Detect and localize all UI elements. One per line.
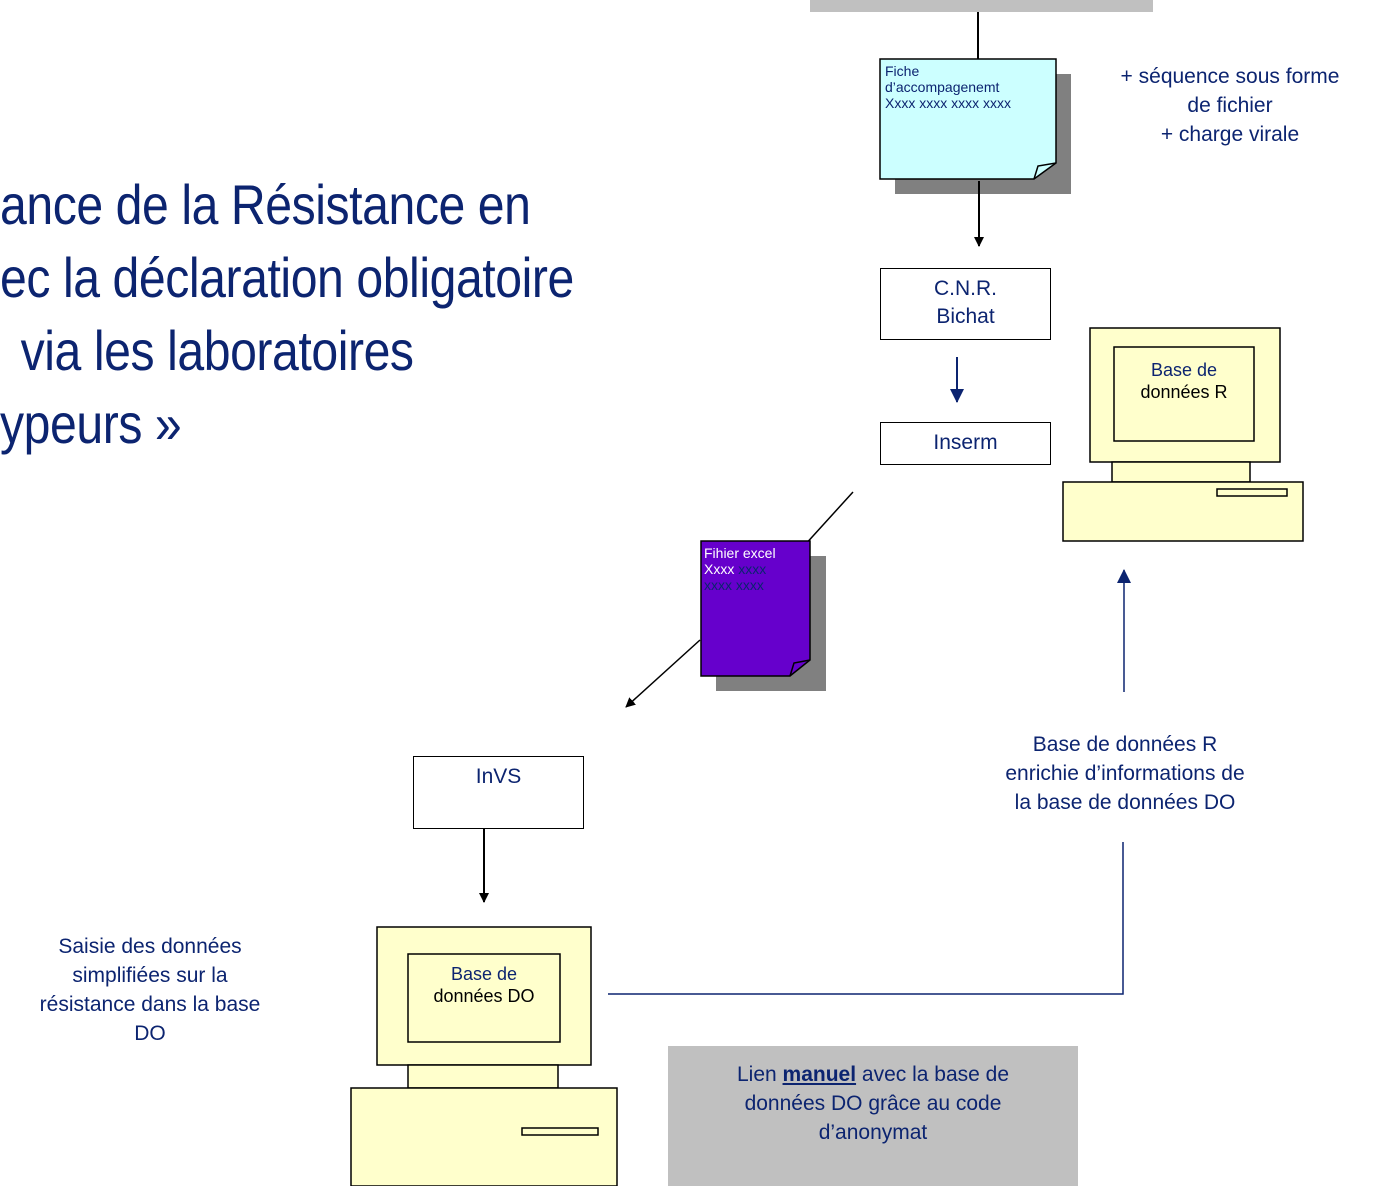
lien-note-line-2: données DO grâce au code (744, 1092, 1002, 1115)
title-line-4: ypeurs » (0, 392, 182, 455)
fiche-line-2: d’accompagenemt (885, 79, 1000, 95)
enrich-note-line-2: enrichie d’informations de (1005, 762, 1245, 785)
excel-document-icon (700, 540, 826, 691)
excel-line-2b: xxxx (734, 561, 767, 577)
lien-note-line-3: d’anonymat (818, 1121, 928, 1144)
cnr-box: C.N.R. Bichat (880, 268, 1051, 340)
connector-do-to-enrich (608, 842, 1124, 995)
top-gray-bar (810, 0, 1153, 12)
cnr-line-1: C.N.R. (934, 277, 997, 300)
excel-text: Fihier excel Xxxx xxxx xxxx xxxx (704, 545, 808, 593)
enrich-note-line-3: la base de données DO (1014, 791, 1236, 814)
invs-label: InVS (475, 765, 522, 788)
excel-line-3: xxxx xxxx (704, 577, 764, 593)
invs-box: InVS (413, 756, 584, 829)
computer-r-line-2: données R (1140, 382, 1228, 402)
excel-line-2: Xxxx xxxx (704, 561, 808, 577)
saisie-note-line-3: résistance dans la base (39, 993, 261, 1016)
computer-r-label: Base de données R (1114, 359, 1254, 403)
inserm-box: Inserm (880, 422, 1051, 465)
computer-do-icon (350, 926, 618, 1186)
extra-note-line-3: + charge virale (1160, 123, 1300, 146)
enrich-note-line-1: Base de données R (1032, 733, 1218, 756)
extra-note-line-1: + séquence sous forme (1120, 65, 1340, 88)
title-line-2: ec la déclaration obligatoire (0, 246, 574, 309)
saisie-note-line-1: Saisie des données (58, 935, 242, 958)
fiche-text: Fiche d’accompagenemt Xxxx xxxx xxxx xxx… (885, 63, 1011, 111)
computer-r-line-1: Base de (1150, 360, 1218, 380)
fiche-document-icon (879, 58, 1071, 194)
excel-line-2a: Xxxx (704, 561, 735, 577)
lien-note-before: Lien (736, 1063, 783, 1086)
slide-title: ance de la Résistance en ec la déclarati… (0, 168, 636, 460)
lien-note: Lien manuel avec la base de données DO g… (668, 1046, 1078, 1186)
inserm-label: Inserm (933, 431, 998, 454)
saisie-note: Saisie des données simplifiées sur la ré… (0, 932, 300, 1048)
enrich-note: Base de données R enrichie d’information… (960, 730, 1290, 817)
computer-do-line-2: données DO (433, 986, 535, 1006)
fiche-line-3: Xxxx xxxx xxxx xxxx (885, 95, 1012, 111)
fiche-line-1: Fiche (885, 63, 920, 79)
extra-note: + séquence sous forme de fichier + charg… (1080, 62, 1373, 149)
arrow-excel-to-invs (625, 639, 701, 708)
excel-line-1: Fihier excel (704, 545, 776, 561)
lien-note-line-1: Lien manuel avec la base de (668, 1060, 1078, 1089)
computer-r-icon (1062, 327, 1304, 542)
computer-do-label: Base de données DO (408, 963, 560, 1007)
computer-do-line-1: Base de (450, 964, 518, 984)
lien-note-after: avec la base de (856, 1063, 1009, 1086)
title-line-3: via les laboratoires (20, 319, 414, 382)
extra-note-line-2: de fichier (1187, 94, 1273, 117)
saisie-note-line-2: simplifiées sur la (72, 964, 228, 987)
title-line-1: ance de la Résistance en (0, 173, 531, 236)
cnr-line-2: Bichat (936, 305, 995, 328)
saisie-note-line-4: DO (134, 1022, 166, 1045)
lien-note-emph: manuel (782, 1063, 857, 1086)
